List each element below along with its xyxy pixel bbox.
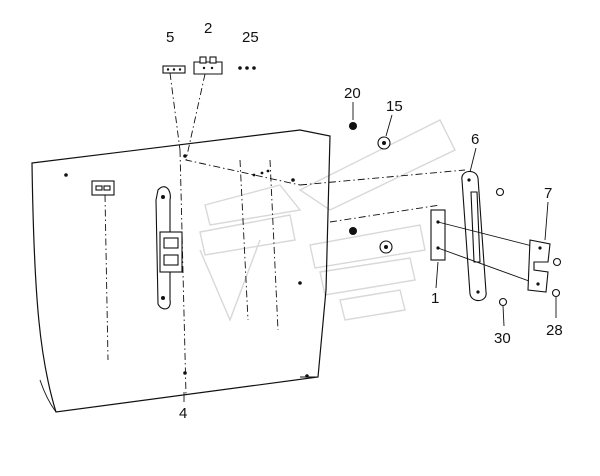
part-5-plate	[162, 65, 186, 74]
hinge-left	[91, 180, 115, 196]
part-25-screws	[238, 66, 256, 70]
label-part-2: 2	[204, 20, 212, 37]
label-part-25: 25	[242, 29, 259, 46]
part-30-screw	[495, 187, 508, 307]
part-20-bolt-installed	[349, 227, 357, 235]
label-part-4: 4	[179, 405, 187, 422]
part-20-bolt	[349, 122, 357, 130]
leader-assembly	[299, 169, 466, 186]
leader-to-bracket	[329, 204, 441, 223]
leader-15	[385, 114, 393, 137]
part-1-plate	[430, 209, 446, 261]
part-15-grommet-installed	[379, 240, 393, 254]
label-part-30: 30	[494, 330, 511, 347]
part-15-grommet	[377, 136, 391, 150]
part-2-hinge	[193, 56, 223, 75]
assembly-line-2	[437, 247, 541, 286]
panel-fastener-dots	[64, 154, 309, 378]
label-part-5: 5	[166, 29, 174, 46]
label-part-15: 15	[386, 98, 403, 115]
label-part-6: 6	[471, 131, 479, 148]
leader-5	[169, 72, 181, 151]
door-panel	[31, 129, 331, 413]
latch-bracket	[155, 186, 183, 310]
assembly-line-1	[437, 221, 541, 249]
part-7-clip	[527, 239, 551, 293]
label-part-7: 7	[544, 185, 552, 202]
leader-30	[502, 305, 505, 327]
leader-2	[185, 73, 301, 186]
watermark-logo	[199, 119, 456, 322]
leader-1	[435, 261, 439, 289]
leader-6	[469, 147, 477, 173]
label-part-20: 20	[344, 85, 361, 102]
part-6-bracket	[461, 170, 487, 302]
label-part-1: 1	[431, 290, 439, 307]
part-28-screw	[551, 257, 562, 298]
leader-7	[544, 201, 549, 241]
label-part-28: 28	[546, 322, 563, 339]
